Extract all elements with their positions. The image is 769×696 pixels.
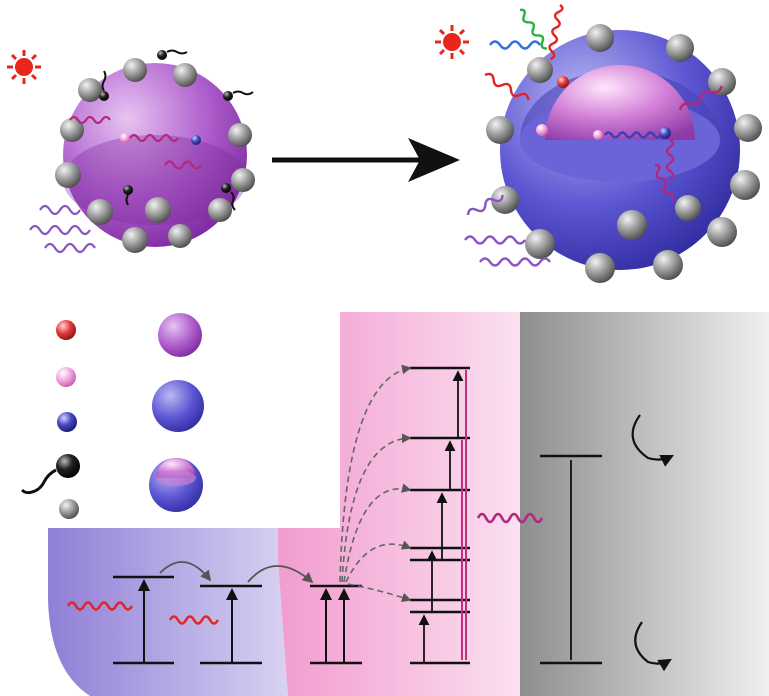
wave-icon: [464, 4, 723, 267]
legend-silver-bead: [59, 499, 79, 519]
transfer-arrow: [247, 565, 314, 584]
legend-red-ion: [56, 320, 76, 340]
silver-bead-ring: [486, 24, 762, 283]
energy-levels-5: [540, 454, 602, 665]
legend-blue-ion: [57, 412, 77, 432]
legend-shell-sphere: [152, 380, 204, 432]
energy-levels-1: [113, 575, 174, 665]
energy-levels-2: [200, 584, 262, 665]
panel-violet: [48, 528, 290, 696]
energy-levels-4: [410, 366, 470, 665]
emission-lines: [461, 370, 467, 660]
sun-icon: [435, 25, 469, 59]
legend-pink-ion: [56, 367, 76, 387]
blue-ion: [659, 127, 671, 139]
legend-core-shell-sphere: [149, 458, 203, 512]
ligand-group: [99, 49, 254, 211]
transfer-arrow: [159, 561, 212, 582]
panel-pink: [278, 312, 520, 696]
pink-ion: [593, 130, 603, 140]
wave-icon: [29, 115, 202, 254]
legend-ligand: [20, 454, 80, 495]
red-ion: [557, 76, 569, 88]
wave-icon: [66, 601, 220, 625]
blue-ion: [191, 135, 201, 145]
legend-ions: [20, 320, 80, 519]
legend-core-sphere: [158, 313, 202, 357]
pink-ion: [120, 133, 130, 143]
energy-levels-3: [310, 584, 362, 665]
panel-gray: [520, 312, 769, 696]
wave-icon: [476, 512, 544, 524]
arrow-right-icon: [272, 138, 460, 182]
core-nanoparticle: [7, 49, 255, 254]
legend-particles: [149, 313, 204, 512]
silver-bead-ring: [55, 58, 255, 253]
core-shell-nanoparticle: [435, 4, 762, 283]
core-sphere: [63, 63, 247, 247]
pink-ion: [536, 124, 548, 136]
sun-icon: [7, 50, 41, 84]
energy-transfer-arcs: [339, 364, 412, 603]
energy-panels: [48, 312, 769, 696]
curved-arrow-icon: [631, 414, 674, 672]
inner-core-cutaway: [545, 65, 695, 140]
